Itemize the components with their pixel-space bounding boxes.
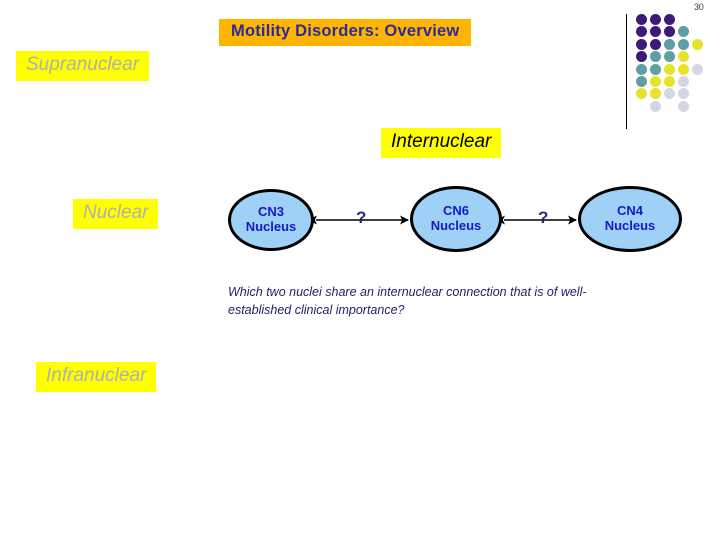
connector-question-mark-1[interactable]: ? [356, 208, 367, 227]
grid-dot [678, 51, 689, 63]
grid-dot [664, 26, 675, 38]
grid-dot [650, 100, 661, 112]
grid-dot [650, 88, 661, 100]
grid-dot [678, 63, 689, 75]
grid-dot [664, 63, 675, 75]
grid-dot [664, 51, 675, 63]
level-label-nuclear[interactable]: Nuclear [73, 199, 159, 229]
node-cn4-nucleus[interactable]: CN4 Nucleus [578, 186, 682, 252]
grid-dot [664, 76, 675, 87]
node-cn3-label-line2: Nucleus [245, 219, 297, 234]
grid-dot [678, 26, 689, 38]
slide-title-banner: Motility Disorders: Overview [219, 19, 472, 46]
grid-dot [636, 51, 647, 63]
grid-dot [650, 14, 661, 25]
grid-dot [692, 63, 703, 75]
grid-dot [664, 14, 675, 25]
grid-dot [636, 63, 647, 75]
grid-dot [650, 38, 661, 50]
grid-dot [636, 14, 647, 25]
decorative-dot-grid [636, 14, 706, 116]
grid-dot [678, 88, 689, 100]
grid-dot [650, 51, 661, 63]
vertical-divider [626, 14, 627, 129]
grid-dot [664, 38, 675, 50]
level-label-infranuclear[interactable]: Infranuclear [36, 362, 157, 392]
page-number: 30 [694, 2, 704, 12]
grid-dot [678, 38, 689, 50]
node-cn3-nucleus[interactable]: CN3 Nucleus [228, 189, 314, 251]
grid-dot [678, 76, 689, 87]
level-label-internuclear[interactable]: Internuclear [381, 128, 502, 158]
grid-dot [650, 63, 661, 75]
level-label-supranuclear[interactable]: Supranuclear [16, 51, 150, 81]
node-cn3-label-line1: CN3 [257, 204, 284, 220]
diagram-caption: Which two nuclei share an internuclear c… [228, 285, 587, 317]
grid-dot [636, 26, 647, 38]
node-cn4-label-line1: CN4 [616, 203, 643, 219]
grid-dot [692, 38, 703, 50]
node-cn6-label-line2: Nucleus [430, 218, 482, 233]
grid-dot [650, 76, 661, 87]
grid-dot [664, 88, 675, 100]
grid-dot [650, 26, 661, 38]
grid-dot [636, 38, 647, 50]
node-cn6-nucleus[interactable]: CN6 Nucleus [410, 186, 502, 252]
grid-dot [678, 100, 689, 112]
page-title: Motility Disorders: Overview [231, 22, 460, 40]
connector-question-mark-2[interactable]: ? [538, 208, 549, 227]
grid-dot [636, 88, 647, 100]
node-cn6-label-line1: CN6 [442, 203, 469, 219]
node-cn4-label-line2: Nucleus [604, 218, 656, 233]
grid-dot [636, 76, 647, 87]
